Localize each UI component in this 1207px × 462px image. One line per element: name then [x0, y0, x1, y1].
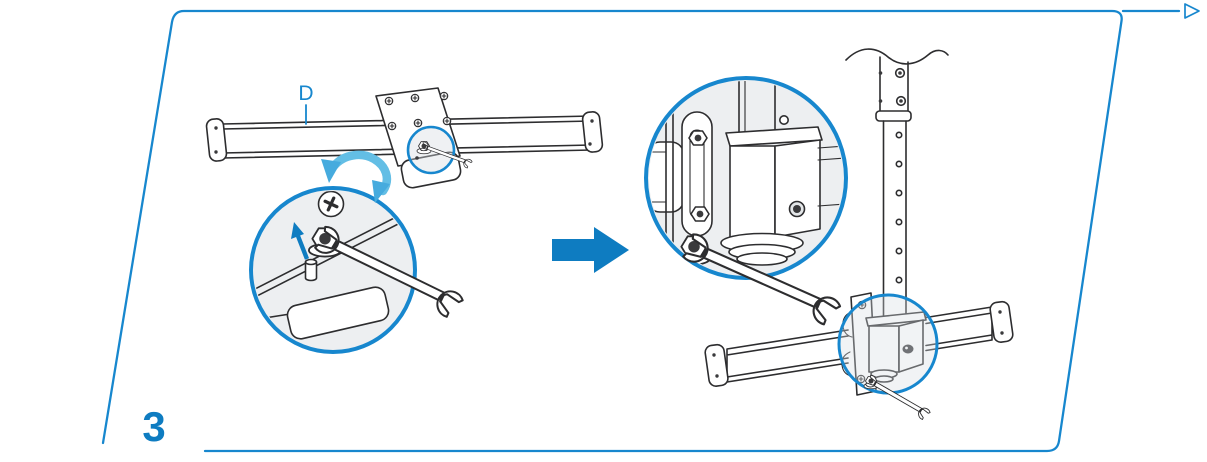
pole-adjustment-holes — [895, 131, 903, 284]
crossbar-after — [704, 300, 1014, 387]
proceed-arrow-icon — [552, 227, 629, 273]
washer-stack-magnified — [720, 232, 804, 266]
rotate-arrow-icon — [321, 150, 392, 203]
pole-assembly-panel — [704, 48, 1014, 422]
part-label-d: D — [298, 82, 313, 105]
pole-collar — [875, 110, 912, 122]
mounting-bracket — [375, 87, 462, 189]
detail-circle-small-right — [839, 295, 937, 393]
magnifier-circle-left — [249, 150, 466, 354]
phillips-screw — [317, 191, 345, 218]
square-pole-tube — [738, 81, 789, 134]
bracket-cube — [865, 311, 927, 383]
threaded-stud — [304, 258, 318, 282]
slotted-bracket-plate — [681, 111, 713, 237]
ceiling-pole — [845, 48, 949, 319]
bracket-cube-magnified — [725, 126, 823, 238]
crossbar-before-panel: D — [205, 82, 604, 189]
next-page-arrow-icon — [1184, 3, 1200, 19]
push-arrow-icon — [291, 222, 310, 260]
magnifier-circle-right — [644, 76, 848, 329]
step-number: 3 — [142, 403, 165, 450]
frame-border — [101, 3, 1200, 453]
